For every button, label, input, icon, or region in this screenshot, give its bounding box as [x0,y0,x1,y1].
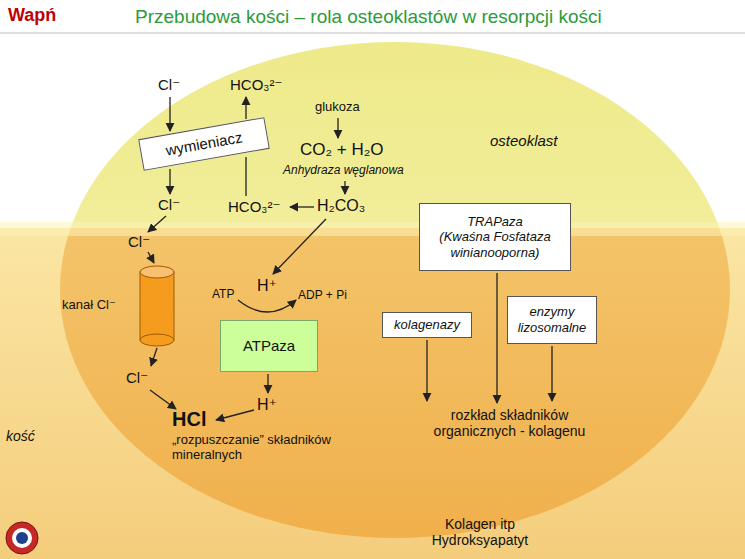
ion-label: Cl⁻ [126,369,148,386]
enzyme-box: enzymy lizosomalne [507,296,597,344]
ion-label: Cl⁻ [158,76,180,93]
osteoclast-cell [60,228,730,538]
ion-label: H⁺ [257,277,277,295]
box-text: kolagenazy [394,317,460,333]
box-text: (Kwaśna Fosfataza winianooporna) [426,229,564,260]
molecule-label: ADP + Pi [298,289,347,303]
enzyme-box: kolagenazy [382,312,472,338]
membrane-band [0,222,745,236]
reaction-label: CO₂ + H₂O [300,140,384,160]
slide-title: Przebudowa kości – rola osteoklastów w r… [135,6,602,28]
section-name: Wapń [8,5,56,26]
ion-label: HCO₃²⁻ [228,198,280,215]
process-note: rozkład składników organicznych - kolage… [412,407,607,439]
cell-label: osteoklast [490,132,558,149]
enzyme-box: TRAPaza(Kwaśna Fosfataza winianooporna) [419,203,571,271]
exchanger-box: wymieniacz [138,117,270,171]
enzyme-label: Anhydraza węglanowa [283,164,404,178]
molecule-label: H₂CO₃ [317,197,365,215]
matrix-note: Kolagen itp Hydroksyapatyt [420,516,540,548]
molecule-label: ATP [212,288,234,302]
substrate-label: glukoza [315,100,360,115]
header-rule [0,33,745,34]
ion-label: Cl⁻ [158,196,180,213]
channel-label: kanał Cl⁻ [62,298,116,313]
pump-box: ATPaza [220,320,318,372]
box-text: wymieniacz [164,128,243,159]
process-note: „rozpuszczanie” składników mineralnych [172,433,337,463]
acid-label: HCl [172,408,206,431]
ion-label: Cl⁻ [128,233,150,250]
region-label: kość [6,428,35,444]
chloride-channel [140,266,174,346]
university-logo [6,522,38,554]
osteoclast-cell [60,42,730,228]
ion-label: HCO₃²⁻ [230,76,282,93]
box-text: enzymy lizosomalne [514,304,590,335]
ion-label: H⁺ [257,396,277,414]
box-text: TRAPaza [467,214,523,230]
box-text: ATPaza [243,337,295,355]
